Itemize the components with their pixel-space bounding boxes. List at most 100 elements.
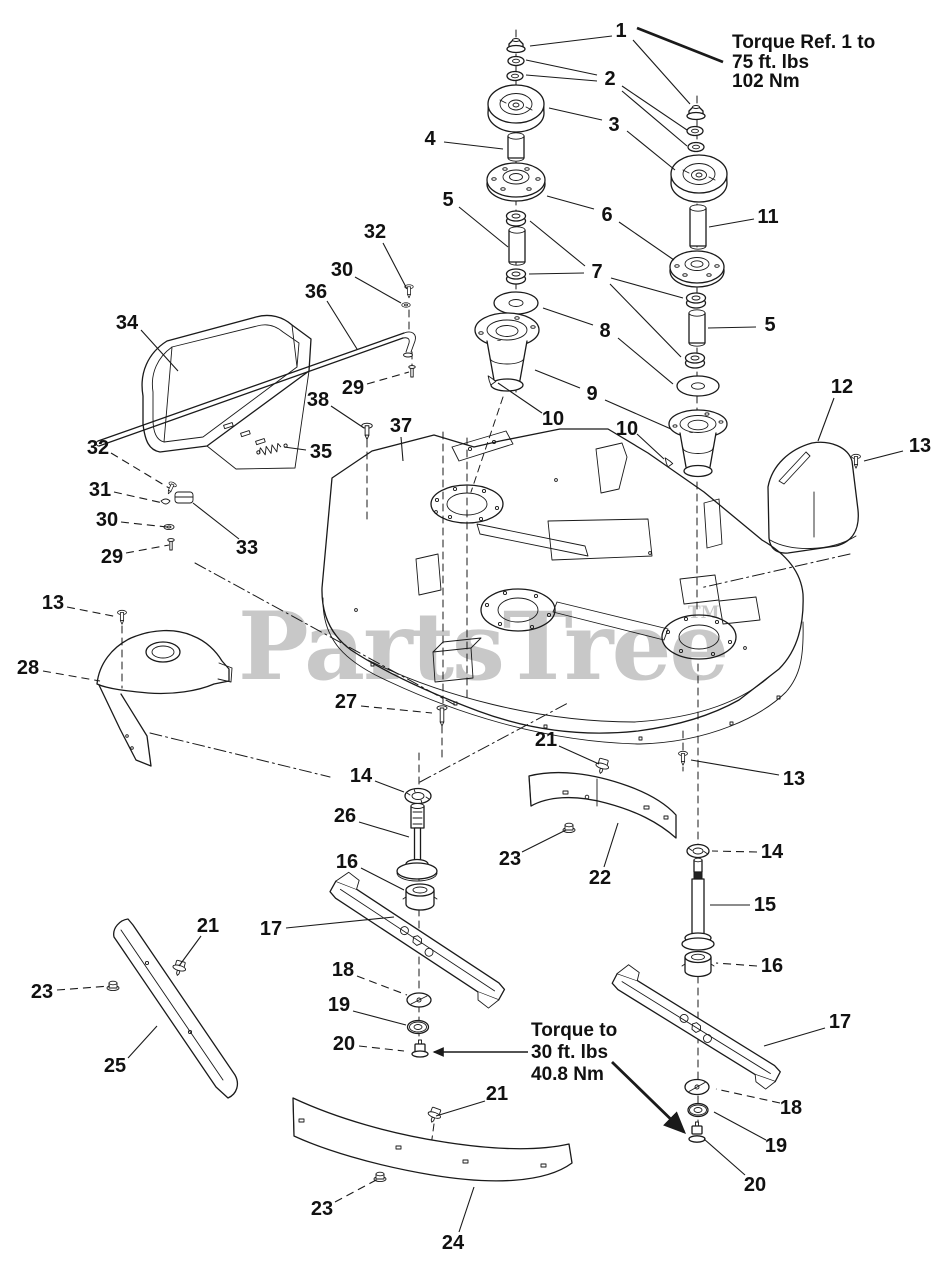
leader-line [715,1088,781,1104]
leader-line [621,85,688,131]
belt-guide-bar-lower [552,601,669,641]
leader-line [358,821,410,838]
blade-washer-18 [684,1078,710,1096]
reinforcement-plate [547,518,653,561]
belt-cover [96,629,230,695]
leader-line [382,242,408,290]
leader-line [617,337,674,385]
lock-washer-14 [686,843,710,859]
leader-line [548,107,603,121]
leader-line [690,759,780,776]
leader-line [525,59,598,76]
blade-bolt-20 [411,1039,429,1058]
leader-line [360,867,405,891]
callout-label: 33 [236,537,258,559]
leader-line [817,397,835,442]
belt-guide-bar-upper [476,523,589,557]
spindle-bearing-upper [505,210,527,227]
spindle-bearing-upper [685,292,707,309]
callout-label: 26 [334,805,356,827]
callout-label: 12 [831,376,853,398]
leader-line [525,74,598,82]
deflector-clip [160,498,171,505]
callout-label: 20 [744,1174,766,1196]
callout-label: 14 [350,765,373,787]
spindle-housing [474,312,540,392]
leader-line [703,1138,746,1176]
leader-line [713,1111,767,1141]
leader-line [366,371,410,385]
torque-to-line: Torque to [531,1020,617,1041]
leader-line [66,606,119,618]
callout-label: 20 [333,1033,355,1055]
side-baffle-25-group [106,918,239,1099]
callout-label: 5 [442,189,453,211]
spindle-flange-hub [669,250,725,288]
leader-line [708,218,755,228]
watermark: PartsTree TM [238,592,729,702]
spindle-washer [686,125,704,137]
baffle-bolt-21 [593,757,611,776]
callout-label: 23 [499,848,521,870]
callout-label: 23 [31,981,53,1003]
callout-label: 9 [586,383,597,405]
leader-line [529,35,613,47]
callout-label: 27 [335,691,357,713]
leader-line [435,1100,486,1117]
spindle-flat-washer [493,291,539,315]
mower-deck-shell [321,428,804,745]
callout-label: 10 [542,408,564,430]
leader-line [521,829,567,853]
callout-label: 21 [197,915,219,937]
leader-line [56,985,111,991]
spindle-nut [506,38,526,54]
spindle-pulley [487,84,545,133]
left-spindle-assembly [474,38,546,392]
leader-line [626,130,676,171]
callout-label: 21 [535,729,557,751]
blade-washer-19 [687,1102,709,1118]
deflector-pin [167,538,175,551]
spindle-bearing-lower [684,352,706,369]
callout-label: 15 [754,894,776,916]
callout-label: 7 [591,261,602,283]
lock-washer-14 [404,787,432,805]
belt-cover-group [96,609,233,767]
blade-spacer-16 [681,950,715,978]
leader-line [443,141,504,150]
callout-label: 38 [307,389,329,411]
leader-line [497,382,543,414]
leader-line [863,450,904,462]
right-blade-assembly [611,750,781,1143]
callout-label: 32 [364,221,386,243]
callout-label: 24 [442,1232,465,1254]
leader-line [542,307,594,326]
leader-line [546,195,595,210]
leader-line [618,221,675,261]
callout-label: 14 [761,841,784,863]
front-box-bracket [432,647,474,683]
baffle-25 [113,918,239,1099]
baffle-24 [292,1097,573,1182]
callout-label: 25 [104,1055,126,1077]
grease-fitting [664,457,674,468]
spindle-bearing-lower [505,268,527,285]
callout-label: 18 [332,959,354,981]
callout-label: 17 [829,1011,851,1033]
leader-line [632,39,691,105]
leader-line [192,502,240,540]
callout-label: 3 [608,114,619,136]
blade-washer-18 [406,992,432,1008]
callout-label: 29 [342,377,364,399]
blade-shaft-15 [681,857,715,951]
callout-label: 18 [780,1097,802,1119]
callout-label: 30 [331,259,353,281]
torque-to-line: 40.8 Nm [531,1064,604,1085]
spindle-spacer-tall [689,204,707,250]
cover-screw-13 [117,609,127,625]
grease-fitting [487,375,497,386]
deck-bolt-27 [436,705,448,727]
blade-washer-19 [406,1019,430,1035]
leader-line [534,369,581,389]
